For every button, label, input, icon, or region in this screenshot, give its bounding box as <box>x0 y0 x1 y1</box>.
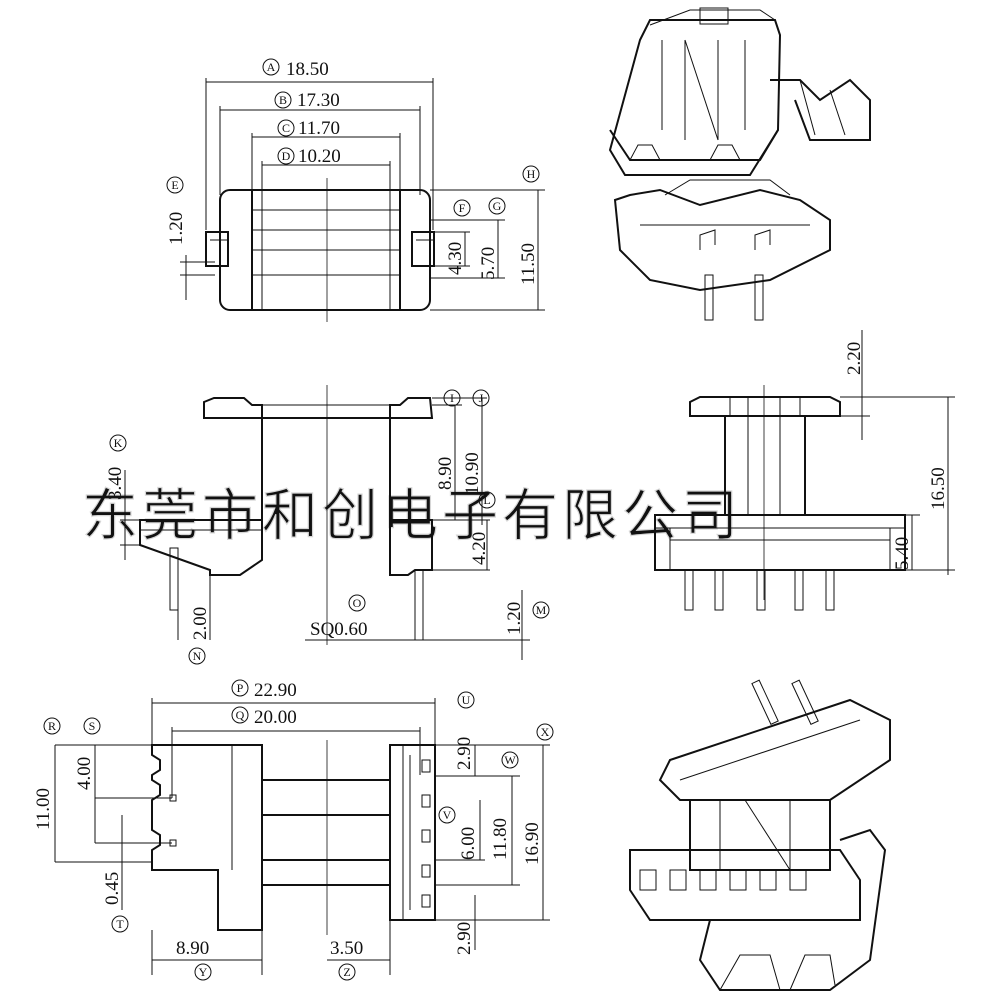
dim-side-base-value: 5.40 <box>892 537 913 570</box>
callout-c-letter: C <box>282 121 290 135</box>
dim-m-value: 1.20 <box>504 602 525 635</box>
callout-k-letter: K <box>114 436 123 450</box>
callout-t <box>111 915 129 933</box>
callout-n <box>188 647 206 665</box>
top-view: A 18.50 B 17.30 C 11.70 D 10.20 E 1.20 F… <box>166 58 545 322</box>
dim-h-value: 11.50 <box>518 243 539 285</box>
callout-s-letter: S <box>89 719 96 733</box>
callout-n-letter: N <box>193 649 202 663</box>
dim-n-value: 2.00 <box>190 607 211 640</box>
dim-bottom-right-value: 2.90 <box>454 922 475 955</box>
callout-g-letter: G <box>493 199 502 213</box>
callout-l-letter: L <box>483 493 490 507</box>
callout-j-letter: J <box>479 391 484 405</box>
callout-s <box>83 717 101 735</box>
dim-s-value: 4.00 <box>74 757 95 790</box>
callout-m-letter: M <box>536 603 547 617</box>
dim-o-value: SQ0.60 <box>310 619 368 640</box>
dim-a-value: 18.50 <box>286 59 329 80</box>
callout-a <box>262 58 280 76</box>
dim-side-top-value: 2.20 <box>844 342 865 375</box>
callout-b <box>274 91 292 109</box>
callout-z-letter: Z <box>343 965 350 979</box>
callout-h <box>522 165 540 183</box>
callout-y-letter: Y <box>199 965 208 979</box>
dim-f-value: 4.30 <box>445 242 466 275</box>
company-watermark: 东莞市和创电子有限公司 <box>82 486 742 548</box>
callout-z <box>338 963 356 981</box>
callout-r-letter: R <box>48 719 56 733</box>
dim-q-value: 20.00 <box>254 707 297 728</box>
callout-e-letter: E <box>171 178 178 192</box>
callout-k <box>109 434 127 452</box>
callout-g <box>488 197 506 215</box>
dim-u-value: 2.90 <box>454 737 475 770</box>
callout-o <box>348 594 366 612</box>
callout-t-letter: T <box>116 917 124 931</box>
callout-o-letter: O <box>353 596 362 610</box>
callout-i <box>443 389 461 407</box>
isometric-view-top <box>608 7 871 321</box>
callout-q-letter: Q <box>236 708 245 722</box>
callout-x-letter: X <box>541 725 550 739</box>
isometric-view-bottom <box>629 679 891 991</box>
callout-v <box>438 806 456 824</box>
dim-d-value: 10.20 <box>298 146 341 167</box>
callout-p <box>231 679 249 697</box>
dim-v-value: 6.00 <box>458 827 479 860</box>
dim-g-value: 5.70 <box>478 247 499 280</box>
callout-x <box>536 723 554 741</box>
callout-f <box>453 199 471 217</box>
dim-w-value: 11.80 <box>490 818 511 860</box>
callout-e <box>166 176 184 194</box>
bottom-view: P 22.90 Q 20.00 R 11.00 S 4.00 T 0.45 U … <box>33 679 554 981</box>
callout-w <box>501 751 519 769</box>
callout-p-letter: P <box>237 681 244 695</box>
dim-r-value: 11.00 <box>33 788 54 830</box>
callout-q <box>231 706 249 724</box>
callout-l <box>478 491 496 509</box>
dim-i-value: 8.90 <box>435 457 456 490</box>
callout-u <box>457 691 475 709</box>
dim-z-value: 3.50 <box>330 938 363 959</box>
callout-w-letter: W <box>504 753 516 767</box>
callout-d-letter: D <box>282 149 291 163</box>
front-view: I 8.90 J 10.90 K 3.40 L 4.20 M 1.20 N 2.… <box>105 385 550 665</box>
callout-a-letter: A <box>267 60 276 74</box>
callout-c <box>277 119 295 137</box>
callout-i-letter: I <box>450 391 454 405</box>
dim-k-value: 3.40 <box>105 467 126 500</box>
dim-y-value: 8.90 <box>176 938 209 959</box>
dim-side-height-value: 16.50 <box>928 467 949 510</box>
callout-d <box>277 147 295 165</box>
callout-j <box>472 389 490 407</box>
side-view: 2.20 16.50 5.40 <box>654 330 955 611</box>
dim-x-value: 16.90 <box>522 822 543 865</box>
callout-v-letter: V <box>443 808 452 822</box>
callout-b-letter: B <box>279 93 287 107</box>
dim-l-value: 4.20 <box>469 532 490 565</box>
dim-b-value: 17.30 <box>297 90 340 111</box>
callout-m <box>532 601 550 619</box>
dim-p-value: 22.90 <box>254 680 297 701</box>
callout-u-letter: U <box>462 693 471 707</box>
dim-j-value: 10.90 <box>462 452 483 495</box>
dim-t-value: 0.45 <box>102 872 123 905</box>
callout-f-letter: F <box>459 201 466 215</box>
callout-r <box>43 717 61 735</box>
callout-y <box>194 963 212 981</box>
dim-c-value: 11.70 <box>298 118 340 139</box>
dim-e-value: 1.20 <box>166 212 187 245</box>
callout-h-letter: H <box>527 167 536 181</box>
